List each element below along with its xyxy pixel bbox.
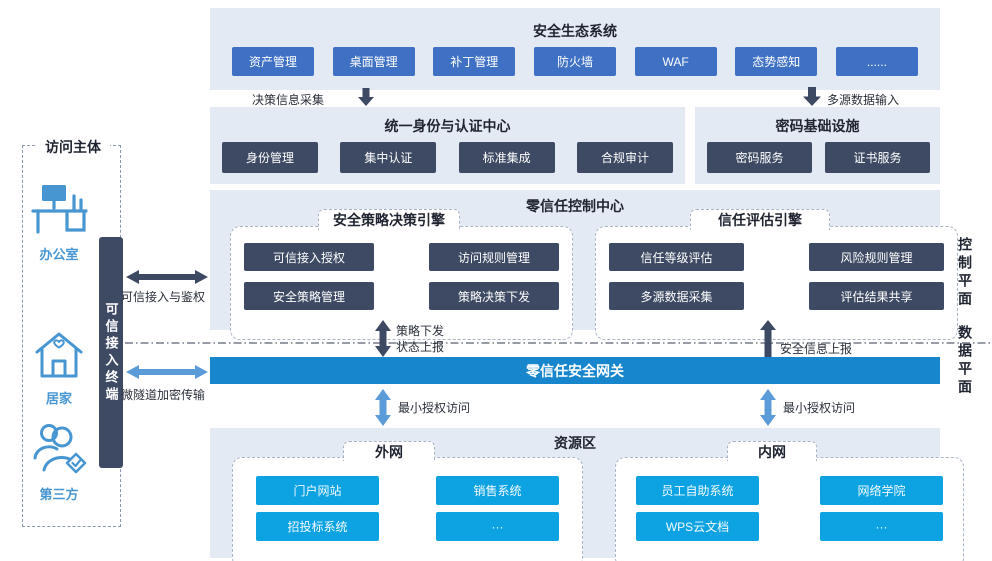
policy-status-arrow: [374, 320, 392, 357]
extranet-button-bidding[interactable]: 招投标系统: [256, 512, 379, 541]
intranet-button-academy[interactable]: 网络学院: [820, 476, 943, 505]
access-subject-title: 访问主体: [36, 137, 110, 157]
identity-button-auth[interactable]: 集中认证: [340, 142, 437, 173]
min-auth-left-label: 最小授权访问: [398, 401, 471, 415]
plane-divider: [125, 340, 992, 344]
policy-button-policy-issue[interactable]: 策略决策下发: [429, 282, 559, 310]
trust-engine-tab: 信任评估引擎: [690, 209, 830, 230]
subject-home: 居家: [26, 328, 92, 407]
policy-down-label: 策略下发: [396, 324, 445, 338]
policy-button-policy-mgmt[interactable]: 安全策略管理: [244, 282, 374, 310]
control-plane-label: 控制平面: [957, 237, 973, 309]
resource-title: 资源区: [554, 435, 596, 451]
policy-button-trusted-access[interactable]: 可信接入授权: [244, 243, 374, 271]
crypto-panel: 密码基础设施 密码服务 证书服务: [695, 107, 940, 184]
trust-button-result-share[interactable]: 评估结果共享: [809, 282, 944, 310]
people-icon: [30, 424, 88, 480]
extranet-tab: 外网: [343, 441, 435, 461]
control-center-title: 零信任控制中心: [526, 198, 624, 214]
subject-third-party: 第三方: [26, 420, 92, 503]
subject-home-label: 居家: [45, 391, 72, 406]
subject-third-party-label: 第三方: [39, 487, 79, 502]
eco-button-situation[interactable]: 态势感知: [735, 47, 818, 76]
trusted-terminal-bar: 可信接入终端: [99, 237, 123, 468]
subject-office-label: 办公室: [39, 247, 79, 262]
eco-title: 安全生态系统: [533, 23, 617, 39]
status-up-label: 状态上报: [396, 340, 445, 354]
eco-button-waf[interactable]: WAF: [634, 47, 717, 76]
desk-icon: [30, 185, 88, 240]
policy-engine-box: 可信接入授权 访问规则管理 安全策略管理 策略决策下发: [230, 226, 573, 340]
subject-office: 办公室: [26, 182, 92, 263]
identity-button-idm[interactable]: 身份管理: [222, 142, 318, 173]
data-plane-label: 数据平面: [957, 325, 973, 397]
trust-button-multisource[interactable]: 多源数据采集: [609, 282, 744, 310]
identity-button-audit[interactable]: 合规审计: [576, 142, 673, 173]
policy-button-access-rules[interactable]: 访问规则管理: [429, 243, 559, 271]
eco-panel: 安全生态系统 资产管理 桌面管理 补丁管理 防火墙 WAF 态势感知 .....…: [210, 8, 940, 90]
intranet-button-wps[interactable]: WPS云文档: [636, 512, 759, 541]
min-auth-right-arrow: [759, 389, 777, 426]
eco-button-patch[interactable]: 补丁管理: [433, 47, 516, 76]
eco-button-firewall[interactable]: 防火墙: [533, 47, 616, 76]
identity-panel: 统一身份与认证中心 身份管理 集中认证 标准集成 合规审计: [210, 107, 685, 184]
min-auth-right-label: 最小授权访问: [783, 401, 856, 415]
gateway-bar: 零信任安全网关: [210, 357, 940, 384]
micro-tunnel-arrow: [126, 364, 208, 380]
eco-button-more[interactable]: ......: [835, 47, 918, 76]
eco-button-asset[interactable]: 资产管理: [232, 47, 314, 76]
crypto-button-cipher[interactable]: 密码服务: [707, 142, 812, 173]
multisource-input-arrow: [803, 87, 821, 106]
trusted-access-arrow: [126, 269, 208, 285]
multisource-input-label: 多源数据输入: [827, 93, 900, 107]
min-auth-left-arrow: [374, 389, 392, 426]
security-report-label: 安全信息上报: [780, 342, 853, 356]
trusted-access-label: 可信接入与鉴权: [121, 290, 206, 304]
extranet-button-sales[interactable]: 销售系统: [436, 476, 559, 505]
home-icon: [32, 332, 86, 384]
extranet-button-more[interactable]: ···: [436, 512, 559, 541]
intranet-button-self-service[interactable]: 员工自助系统: [636, 476, 759, 505]
policy-engine-tab: 安全策略决策引擎: [318, 209, 460, 230]
crypto-title: 密码基础设施: [775, 118, 860, 134]
identity-button-integration[interactable]: 标准集成: [458, 142, 555, 173]
extranet-button-portal[interactable]: 门户网站: [256, 476, 379, 505]
intranet-button-more[interactable]: ···: [820, 512, 943, 541]
eco-button-desktop[interactable]: 桌面管理: [332, 47, 415, 76]
trust-engine-box: 信任等级评估 风险规则管理 多源数据采集 评估结果共享: [595, 226, 958, 340]
intranet-box: 员工自助系统 网络学院 WPS云文档 ···: [615, 457, 964, 561]
trust-button-risk-rules[interactable]: 风险规则管理: [809, 243, 944, 271]
security-report-arrow: [760, 320, 776, 357]
intranet-tab: 内网: [727, 441, 817, 461]
decision-collect-arrow: [358, 88, 374, 106]
crypto-button-cert[interactable]: 证书服务: [825, 142, 930, 173]
micro-tunnel-label: 微隧道加密传输: [121, 388, 206, 402]
trust-button-level-eval[interactable]: 信任等级评估: [609, 243, 744, 271]
extranet-box: 门户网站 销售系统 招投标系统 ···: [232, 457, 583, 561]
identity-title: 统一身份与认证中心: [384, 118, 511, 134]
decision-collect-label: 决策信息采集: [252, 93, 325, 107]
